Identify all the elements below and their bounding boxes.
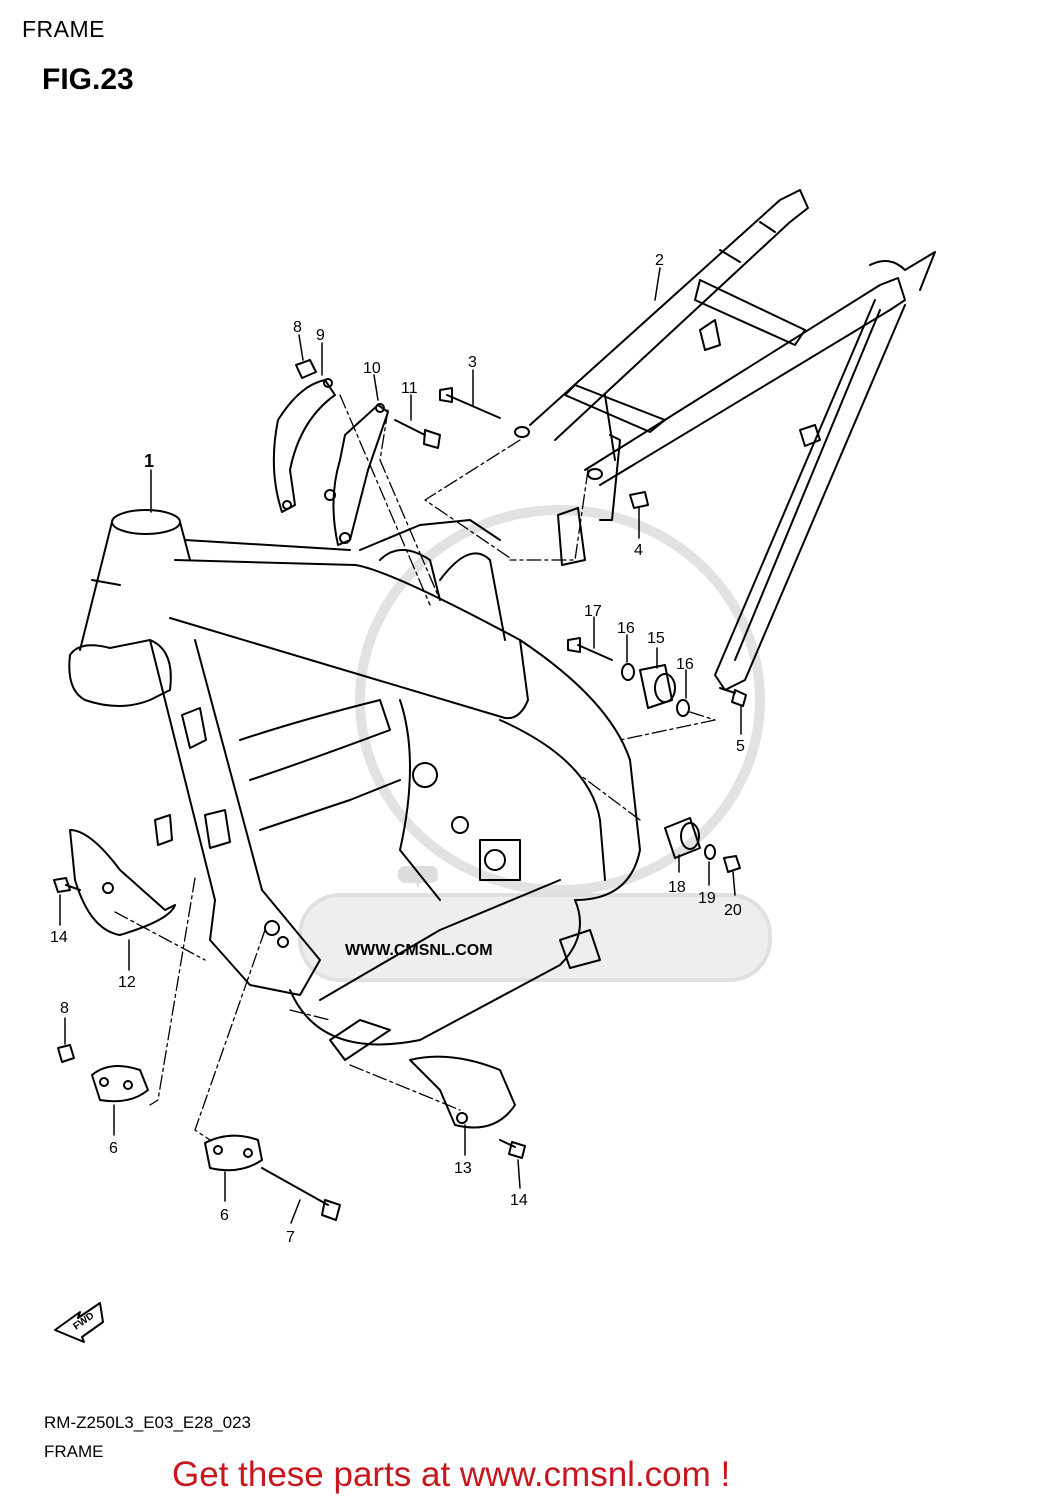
callout-3: 3 [468,354,477,371]
callout-12: 12 [118,974,136,991]
callout-1: 1 [144,451,154,471]
callout-14b: 14 [510,1192,528,1209]
callout-19: 19 [698,890,716,907]
callout-20: 20 [724,902,742,919]
callout-14a: 14 [50,929,68,946]
callout-18: 18 [668,879,686,896]
promo-link[interactable]: Get these parts at www.cmsnl.com ! [172,1455,731,1494]
callout-7: 7 [286,1229,295,1246]
page-title: FRAME [22,16,105,42]
callout-2: 2 [655,252,664,269]
frame-guards [69,829,516,1129]
leader-lines [59,267,742,1224]
fasteners [53,359,747,1221]
callout-15: 15 [647,630,665,647]
callout-10: 10 [363,360,381,377]
callout-8a: 8 [293,319,302,336]
callout-17: 17 [584,603,602,620]
watermark-url: WWW.CMSNL.COM [345,942,493,959]
watermark: CMS WWW.CMSNL.COM [298,505,772,982]
callout-8b: 8 [60,1000,69,1017]
figure-number: FIG.23 [42,63,134,96]
engine-mount-brackets [272,378,389,546]
callout-numbers: 1 2 3 4 5 6 6 7 8 8 9 10 11 12 13 14 14 … [50,252,745,1246]
callout-6a: 6 [109,1140,118,1157]
callout-11: 11 [401,380,418,397]
assembly-guide-lines [114,394,716,1141]
callout-5: 5 [736,738,745,755]
callout-16b: 16 [676,656,694,673]
callout-4: 4 [634,542,643,559]
forward-direction-arrow: FWD [54,1302,104,1343]
watermark-letters: CMS [400,867,436,884]
callout-16a: 16 [617,620,635,637]
diagram-code: RM-Z250L3_E03_E28_023 [44,1413,251,1432]
callout-9: 9 [316,327,325,344]
callout-6b: 6 [220,1207,229,1224]
callout-13: 13 [454,1160,472,1177]
subframe [514,189,936,691]
main-frame [68,509,641,1061]
diagram-name: FRAME [44,1442,104,1461]
